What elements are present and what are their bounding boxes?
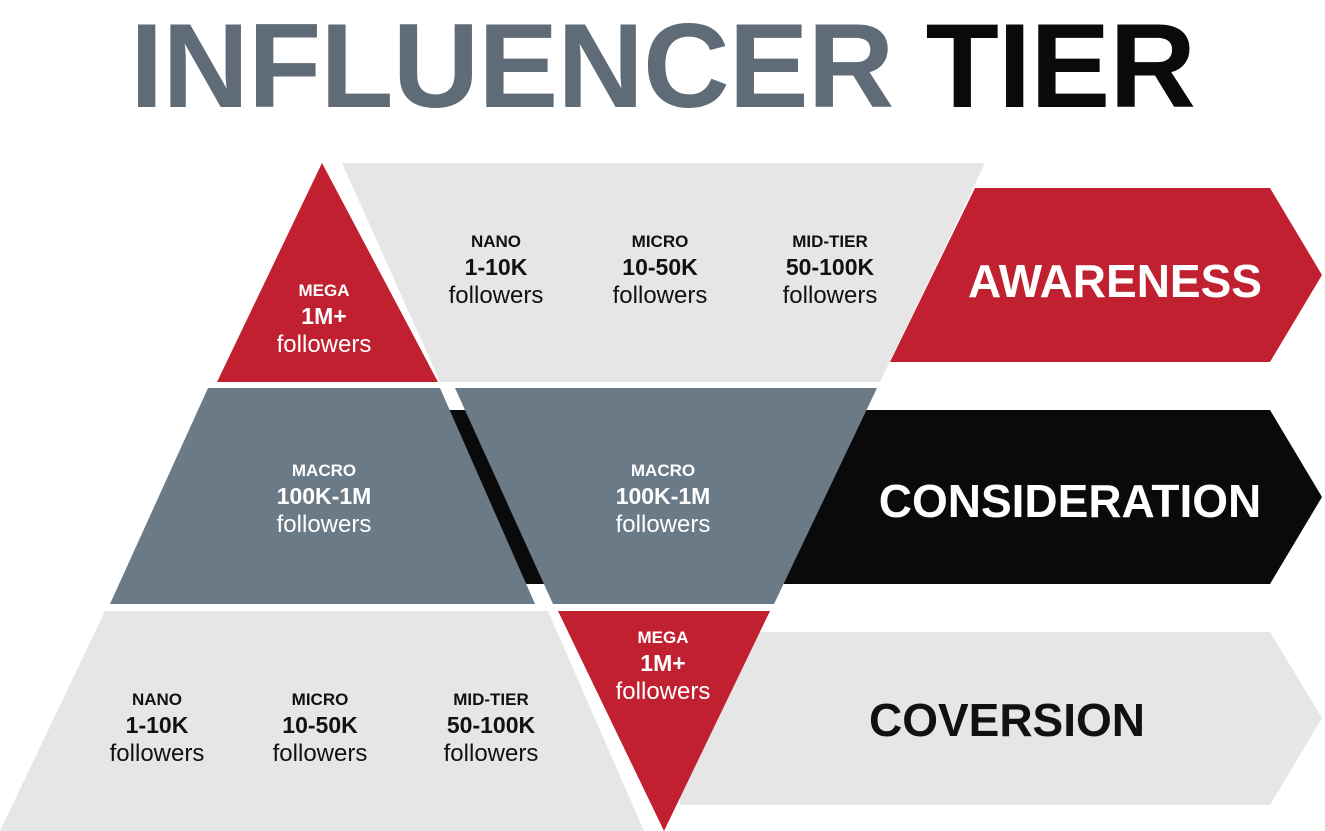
funnel-nano-label: NANO 1-10K followers <box>396 232 596 311</box>
stage-conversion-label: COVERSION <box>868 694 1146 746</box>
follower-unit: followers <box>276 330 372 358</box>
pyramid-midtier-label: MID-TIER 50-100K followers <box>391 690 591 769</box>
awareness-arrow <box>890 188 1322 362</box>
follower-unit: followers <box>782 281 878 309</box>
follower-range: 1-10K <box>464 254 528 281</box>
pyramid-mega-label: MEGA 1M+ followers <box>224 281 424 360</box>
tier-name: MID-TIER <box>453 690 529 709</box>
stage-awareness-label: AWARENESS <box>968 255 1262 307</box>
pyramid-middle-macro <box>110 388 535 604</box>
follower-unit: followers <box>615 677 711 705</box>
tier-name: NANO <box>470 232 522 251</box>
pyramid-bottom-base <box>0 611 644 831</box>
funnel-midtier-label: MID-TIER 50-100K followers <box>730 232 930 311</box>
follower-unit: followers <box>443 739 539 767</box>
tier-name: MID-TIER <box>792 232 868 251</box>
follower-unit: followers <box>615 510 711 538</box>
funnel-macro-label: MACRO 100K-1M followers <box>563 461 763 540</box>
follower-range: 1M+ <box>640 650 686 677</box>
stage-consideration-label: CONSIDERATION <box>878 475 1262 527</box>
diagram-title: INFLUENCER TIER <box>0 6 1325 126</box>
follower-unit: followers <box>109 739 205 767</box>
pyramid-nano-label: NANO 1-10K followers <box>57 690 257 769</box>
follower-range: 10-50K <box>622 254 698 281</box>
tier-name: MICRO <box>291 690 349 709</box>
follower-range: 1-10K <box>125 712 189 739</box>
follower-range: 100K-1M <box>615 483 711 510</box>
tier-name: MACRO <box>630 461 696 480</box>
follower-range: 1M+ <box>301 303 347 330</box>
funnel-middle-macro <box>455 388 877 604</box>
pyramid-top-mega <box>217 163 438 382</box>
tier-name: MEGA <box>637 628 689 647</box>
follower-range: 50-100K <box>785 254 875 281</box>
funnel-bottom-mega <box>558 611 770 831</box>
tier-name: MICRO <box>631 232 689 251</box>
follower-range: 50-100K <box>446 712 536 739</box>
follower-unit: followers <box>276 510 372 538</box>
funnel-top-base <box>342 163 985 382</box>
funnel-micro-label: MICRO 10-50K followers <box>560 232 760 311</box>
pyramid-macro-label: MACRO 100K-1M followers <box>224 461 424 540</box>
follower-range: 100K-1M <box>276 483 372 510</box>
tier-name: MEGA <box>298 281 350 300</box>
funnel-mega-label: MEGA 1M+ followers <box>563 628 763 707</box>
title-dark-word: TIER <box>925 0 1196 133</box>
follower-unit: followers <box>612 281 708 309</box>
tier-name: MACRO <box>291 461 357 480</box>
conversion-arrow <box>680 632 1322 805</box>
follower-range: 10-50K <box>282 712 358 739</box>
pyramid-micro-label: MICRO 10-50K followers <box>220 690 420 769</box>
tier-name: NANO <box>131 690 183 709</box>
title-accent-word: INFLUENCER <box>129 0 894 133</box>
follower-unit: followers <box>272 739 368 767</box>
follower-unit: followers <box>448 281 544 309</box>
